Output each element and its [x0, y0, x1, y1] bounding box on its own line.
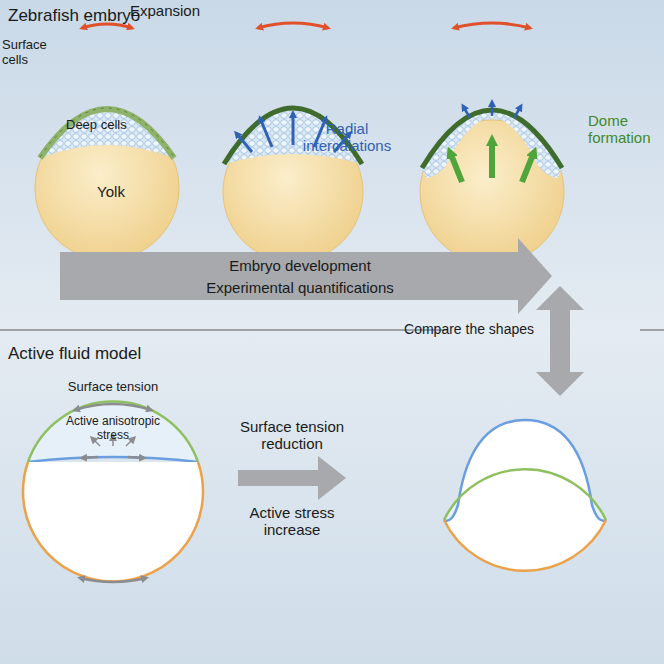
arrow-label: Active stress increase — [222, 504, 362, 539]
arrow-label: Radial intercalations — [292, 120, 402, 155]
part-label: Surface cells — [2, 38, 72, 68]
arrow-label: Dome formation — [588, 112, 660, 147]
arrow-text: Experimental quantifications — [100, 279, 500, 296]
force-label: Surface tension — [58, 380, 168, 395]
part-label: Yolk — [86, 183, 136, 200]
part-label: Deep cells — [66, 118, 146, 133]
force-label: Active anisotropic stress — [63, 415, 163, 443]
section-heading: Active fluid model — [8, 344, 228, 364]
arrow-label: Expansion — [130, 2, 240, 19]
compare-label: Compare the shapes — [400, 321, 534, 337]
arrow-label: Surface tension reduction — [222, 418, 362, 453]
arrow-text: Embryo development — [100, 257, 500, 274]
